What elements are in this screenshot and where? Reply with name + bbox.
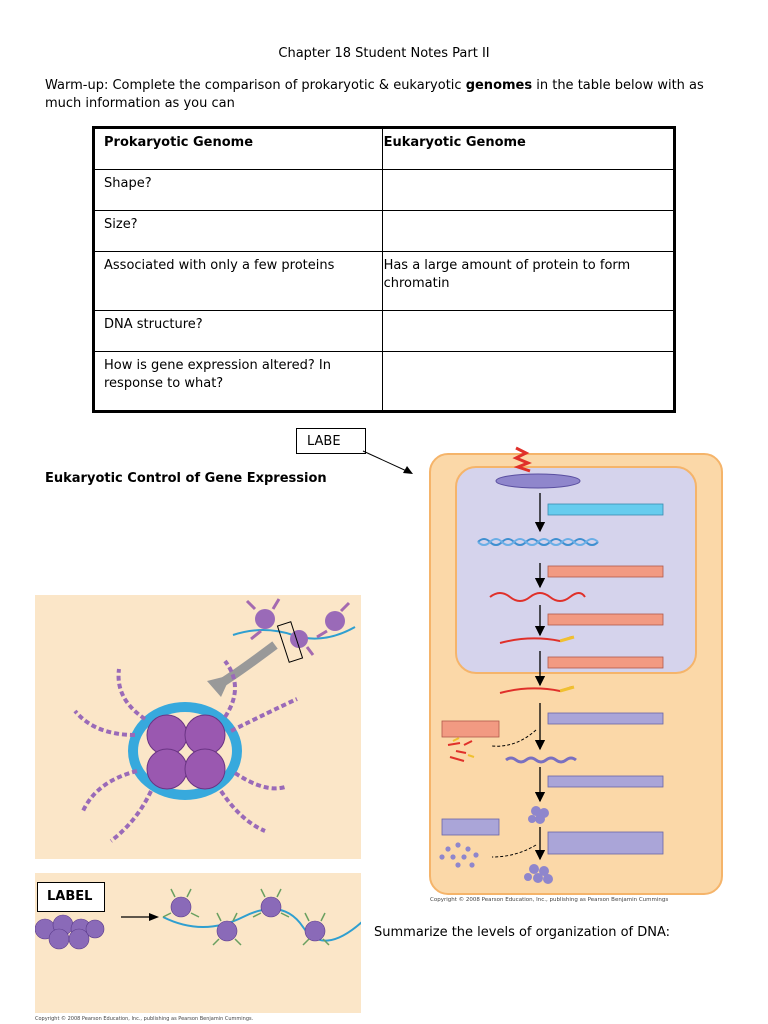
warmup-text-end: in the table below with as much informat…	[45, 78, 704, 111]
answer-cell-proteins: Has a large amount of protein to form ch…	[381, 251, 676, 311]
nucleosome-diagram	[73, 598, 356, 843]
label-box: LABEL	[37, 882, 105, 912]
row-label-gene-expression: How is gene expression altered? In respo…	[93, 351, 383, 412]
row-label-proteins: Associated with only a few proteins	[93, 251, 383, 311]
answer-cell-shape[interactable]	[381, 169, 676, 211]
header-prokaryotic: Prokaryotic Genome	[93, 127, 383, 170]
table-header-row: Prokaryotic Genome Eukaryotic Genome	[93, 127, 676, 170]
figure-copyright-left: Copyright © 2008 Pearson Education, Inc.…	[35, 1016, 254, 1022]
chromatin-fiber-diagram	[34, 888, 364, 950]
page-title: Chapter 18 Student Notes Part II	[278, 46, 490, 61]
table-row: How is gene expression altered? In respo…	[93, 351, 676, 412]
summary-prompt: Summarize the levels of organization of …	[374, 925, 671, 940]
genome-comparison-table: Prokaryotic Genome Eukaryotic Genome Sha…	[92, 126, 676, 413]
labe-pointer-arrow	[362, 450, 413, 474]
table-row: Shape?	[93, 169, 676, 211]
warmup-text-start: Warm-up: Complete the comparison of prok…	[45, 78, 466, 93]
answer-cell-gene-expression[interactable]	[381, 351, 676, 412]
section-heading: Eukaryotic Control of Gene Expression	[45, 471, 327, 486]
table-row: DNA structure?	[93, 310, 676, 352]
answer-cell-size[interactable]	[381, 210, 676, 252]
answer-cell-dna-structure[interactable]	[381, 310, 676, 352]
warmup-instructions: Warm-up: Complete the comparison of prok…	[45, 77, 735, 113]
table-row: Associated with only a few proteins Has …	[93, 251, 676, 311]
gene-expression-diagram	[429, 446, 723, 895]
labe-label-box: LABE	[296, 428, 366, 454]
row-label-size: Size?	[93, 210, 383, 252]
chromatin-fiber-panel	[34, 873, 364, 1013]
warmup-bold-term: genomes	[465, 78, 533, 93]
header-eukaryotic: Eukaryotic Genome	[381, 127, 676, 170]
figure-copyright-right: Copyright © 2008 Pearson Education, Inc.…	[430, 897, 669, 903]
table-row: Size?	[93, 210, 676, 252]
row-label-shape: Shape?	[93, 169, 383, 211]
row-label-dna-structure: DNA structure?	[93, 310, 383, 352]
nucleosome-figure-panel	[35, 595, 361, 859]
